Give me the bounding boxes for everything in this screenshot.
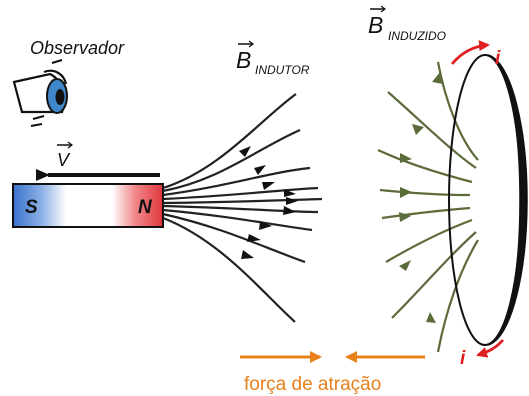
- b-induced-subscript: INDUZIDO: [388, 29, 446, 43]
- force-caption: força de atração: [244, 374, 381, 395]
- magnet-south-pole: [14, 185, 66, 226]
- inductor-field-arrowheads: [239, 146, 298, 259]
- b-inductor-symbol: B: [236, 47, 251, 73]
- magnet-north-label: N: [138, 197, 153, 218]
- velocity-label: V: [57, 150, 71, 170]
- current-label-top: i: [495, 48, 501, 69]
- current-arrow-bottom: [476, 339, 505, 358]
- induced-field-arrowheads: [399, 72, 443, 323]
- current-arrow-top: [450, 40, 490, 65]
- b-induced-label: B INDUZIDO: [368, 5, 446, 43]
- bar-magnet: [12, 183, 164, 228]
- magnet-south-label: S: [25, 197, 38, 218]
- conducting-ring: [448, 54, 528, 346]
- observer-label: Observador: [30, 38, 125, 58]
- inductor-field-lines: [162, 93, 323, 323]
- induced-field-lines: [377, 61, 479, 353]
- eye-icon: [12, 59, 68, 127]
- current-label-bottom: i: [460, 348, 466, 369]
- b-inductor-subscript: INDUTOR: [255, 63, 310, 77]
- b-induced-symbol: B: [368, 12, 383, 38]
- b-inductor-label: B INDUTOR: [236, 40, 310, 77]
- magnet-north-pole: [112, 185, 162, 226]
